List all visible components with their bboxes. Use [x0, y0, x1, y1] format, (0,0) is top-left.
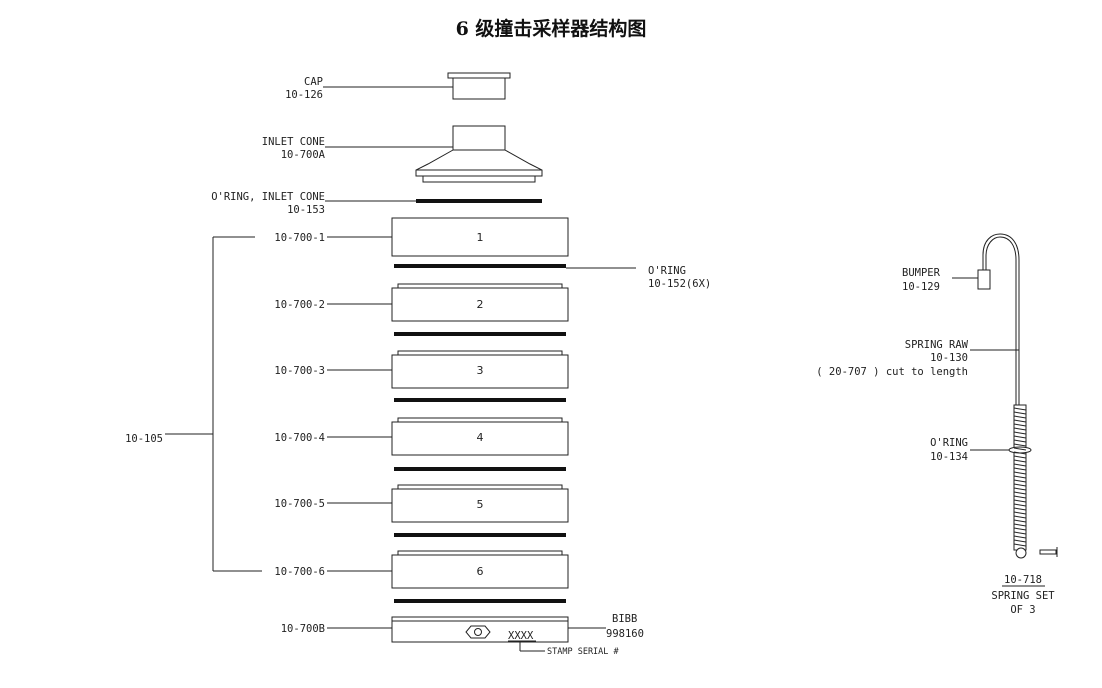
inlet-cone-part	[415, 125, 543, 183]
cap-label: CAP	[304, 76, 323, 88]
base-part-number: 10-700B	[281, 623, 325, 635]
spring-end-ring	[1015, 547, 1027, 559]
stage-5-part-number: 10-700-5	[274, 498, 325, 510]
stage-4: 4	[391, 417, 569, 456]
spring-coil-line	[1013, 519, 1027, 523]
spring-coil-line	[1013, 439, 1027, 443]
stage-6-part-number: 10-700-6	[274, 566, 325, 578]
spring-coil-line	[1013, 507, 1027, 511]
spring-coil-line	[1013, 455, 1027, 459]
oring-right-part-number: 10-152(6X)	[648, 278, 711, 290]
bumper-part-number: 10-129	[902, 281, 940, 293]
stage-3: 3	[391, 350, 569, 389]
spring-coil-line	[1013, 511, 1027, 515]
stage-3-part-number: 10-700-3	[274, 365, 325, 377]
stage-4-part-number: 10-700-4	[274, 432, 325, 444]
bumper-label: BUMPER	[902, 267, 941, 279]
spring-pin	[1039, 549, 1057, 555]
stamp-label: STAMP SERIAL #	[547, 647, 620, 657]
spring-set-label: SPRING SET	[991, 590, 1055, 602]
spring-coil-line	[1013, 535, 1027, 539]
spring-coil-line	[1013, 471, 1027, 475]
spring-coil-line	[1013, 427, 1027, 431]
spring-coil-line	[1013, 495, 1027, 499]
spring-coil-line	[1013, 415, 1027, 419]
spring-coil-line	[1013, 467, 1027, 471]
spring-coil-line	[1013, 487, 1027, 491]
spring-coil-lines	[1013, 407, 1027, 547]
spring-coil-line	[1013, 407, 1027, 411]
serial-mark: XXXX	[508, 630, 534, 642]
bibb-fitting-icon	[465, 625, 491, 639]
svg-text:6: 6	[477, 565, 484, 578]
diagram-title: 6 级撞击采样器结构图	[455, 18, 647, 40]
spring-coil-line	[1013, 451, 1027, 455]
assembly-part-number: 10-105	[125, 433, 163, 445]
spring-coil-line	[1013, 475, 1027, 479]
cap-part-number: 10-126	[285, 89, 323, 101]
oring-inlet-label: O'RING, INLET CONE	[211, 191, 325, 203]
spring-set-quantity: OF 3	[1010, 604, 1035, 616]
stage-1: 1	[391, 217, 569, 257]
stage-2: 2	[391, 283, 569, 322]
spring-assembly	[977, 233, 1058, 559]
cap-part	[447, 72, 511, 100]
svg-text:5: 5	[477, 498, 484, 511]
oring-inlet-cone	[416, 199, 542, 203]
spring-coil-line	[1013, 483, 1027, 487]
spring-raw-label: SPRING RAW	[905, 339, 969, 351]
spring-coil-line	[1013, 419, 1027, 423]
spring-coil-line	[1013, 515, 1027, 519]
svg-text:4: 4	[477, 431, 484, 444]
spring-oring-part-number: 10-134	[930, 451, 968, 463]
spring-coil-line	[1013, 539, 1027, 543]
spring-coil-line	[1013, 459, 1027, 463]
spring-coil-line	[1013, 411, 1027, 415]
oring-stage-1	[394, 264, 566, 268]
bibb-label: BIBB	[612, 613, 637, 625]
spring-coil-line	[1013, 527, 1027, 531]
spring-coil-line	[1013, 499, 1027, 503]
svg-text:3: 3	[477, 364, 484, 377]
oring-stage-5	[394, 533, 566, 537]
svg-text:2: 2	[477, 298, 484, 311]
oring-stage-6	[394, 599, 566, 603]
stage-5: 5	[391, 484, 569, 523]
spring-raw-part-number: 10-130	[930, 352, 968, 364]
spring-coil-line	[1013, 431, 1027, 435]
stage-6: 6	[391, 550, 569, 589]
spring-oring-label: O'RING	[930, 437, 968, 449]
bumper-part	[977, 269, 991, 290]
bibb-part-number: 998160	[606, 628, 644, 640]
spring-coil-line	[1013, 423, 1027, 427]
spring-oring	[1008, 446, 1032, 454]
spring-coil-line	[1013, 447, 1027, 451]
spring-set-part-number: 10-718	[1004, 574, 1042, 586]
oring-right-label: O'RING	[648, 265, 686, 277]
oring-stage-4	[394, 467, 566, 471]
stage-2-part-number: 10-700-2	[274, 299, 325, 311]
inlet-cone-part-number: 10-700A	[281, 149, 326, 161]
stage-1-part-number: 10-700-1	[274, 232, 325, 244]
spring-cut-note: ( 20-707 ) cut to length	[816, 366, 968, 378]
inlet-cone-label: INLET CONE	[262, 136, 325, 148]
assembly-bracket	[165, 236, 262, 572]
spring-coil-line	[1013, 523, 1027, 527]
spring-coil-line	[1013, 491, 1027, 495]
spring-coil-line	[1013, 479, 1027, 483]
spring-coil-line	[1013, 443, 1027, 447]
spring-coil-line	[1013, 543, 1027, 547]
oring-inlet-part-number: 10-153	[287, 204, 325, 216]
spring-coil-line	[1013, 531, 1027, 535]
svg-text:1: 1	[477, 231, 484, 244]
oring-stage-3	[394, 398, 566, 402]
spring-coil-line	[1013, 435, 1027, 439]
spring-coil-line	[1013, 463, 1027, 467]
spring-coil-line	[1013, 503, 1027, 507]
oring-stage-2	[394, 332, 566, 336]
